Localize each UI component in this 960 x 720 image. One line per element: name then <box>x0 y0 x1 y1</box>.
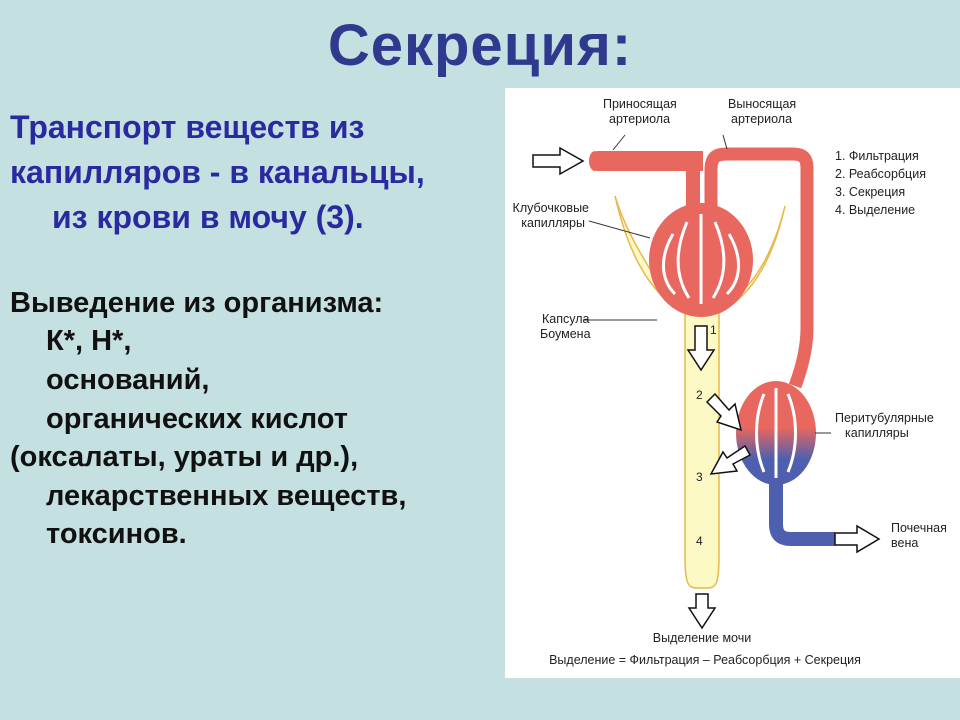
efferent-label-line2: артериола <box>731 112 792 126</box>
filtration-arrow-icon <box>686 325 716 372</box>
glomerular-label-line1: Клубочковые <box>513 201 590 215</box>
outflow-arrow-icon <box>834 524 881 554</box>
elimination-item-toxins: токсинов. <box>46 518 187 550</box>
capsule-label-line2: Боумена <box>540 327 591 341</box>
step-number-3: 3 <box>696 470 703 484</box>
elimination-item-ions: К*, Н*, <box>46 325 132 357</box>
afferent-label-line2: артериола <box>609 112 670 126</box>
vein-label-line2: вена <box>891 536 918 550</box>
reabsorption-arrow-icon <box>705 392 743 432</box>
legend-item-excretion: 4. Выделение <box>835 203 915 217</box>
slide-title: Секреция: <box>327 13 633 78</box>
elimination-item-organic-acids: органических кислот <box>46 403 348 435</box>
peritubular-label-line2: капилляры <box>845 426 909 440</box>
urine-label: Выделение мочи <box>653 631 751 645</box>
glomerular-loops <box>661 214 741 304</box>
step-number-4: 4 <box>696 534 703 548</box>
legend-item-secretion: 3. Секреция <box>835 185 905 199</box>
efferent-arteriole <box>704 147 814 389</box>
peritubular-label-line1: Перитубулярные <box>835 411 934 425</box>
definition-line-1: Транспорт веществ из <box>10 109 365 145</box>
vein-label-line1: Почечная <box>891 521 947 535</box>
peritubular-loops <box>755 388 797 478</box>
secretion-arrow-icon <box>709 444 752 475</box>
step-number-2: 2 <box>696 388 703 402</box>
step-number-1: 1 <box>710 323 717 337</box>
formula-text: Выделение = Фильтрация – Реабсорбция + С… <box>549 653 861 667</box>
arrow-icons <box>532 146 881 630</box>
afferent-arteriole-end <box>589 151 601 171</box>
legend-item-reabsorption: 2. Реабсорбция <box>835 167 926 181</box>
elimination-item-drugs: лекарственных веществ, <box>46 480 407 512</box>
elimination-item-oxalates: (оксалаты, ураты и др.), <box>10 441 359 473</box>
capsule-label-line1: Капсула <box>542 312 590 326</box>
elimination-heading: Выведение из организма: <box>10 287 384 319</box>
elimination-item-bases: оснований, <box>46 364 210 396</box>
definition-line-2: капилляров - в канальцы, <box>10 154 425 190</box>
nephron-svg: Приносящая артериола Выносящая артериола… <box>513 97 947 667</box>
renal-vein <box>769 480 835 546</box>
excretion-arrow-icon <box>687 593 717 630</box>
afferent-label-line1: Приносящая <box>603 97 677 111</box>
efferent-label-line1: Выносящая <box>728 97 796 111</box>
glomerular-label-line2: капилляры <box>521 216 585 230</box>
pointer-lines <box>583 134 831 434</box>
nephron-diagram: Приносящая артериола Выносящая артериола… <box>505 88 960 678</box>
definition-line-3: из крови в мочу (3). <box>52 199 364 235</box>
inflow-arrow-icon <box>532 146 585 176</box>
legend-item-filtration: 1. Фильтрация <box>835 149 919 163</box>
